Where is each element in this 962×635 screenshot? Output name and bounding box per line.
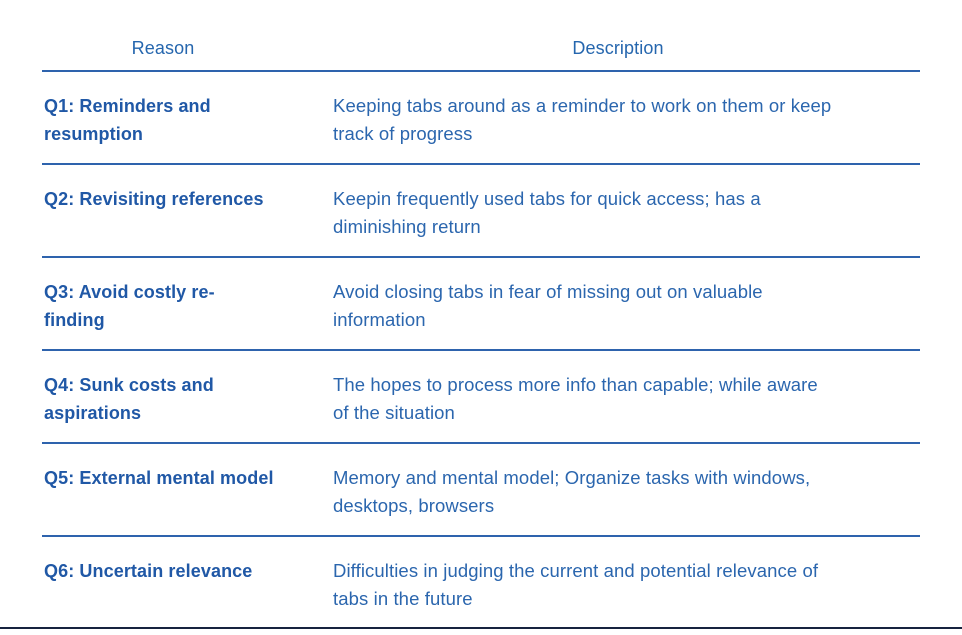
table-row: Q3: Avoid costly re- finding Avoid closi… xyxy=(42,258,920,351)
table-row: Q5: External mental model Memory and men… xyxy=(42,444,920,537)
column-header-reason: Reason xyxy=(131,37,195,58)
table-row: Q6: Uncertain relevance Difficulties in … xyxy=(42,537,920,628)
reason-cell-q1: Q1: Reminders and resumption xyxy=(44,96,211,144)
table-header-row: Reason Description xyxy=(42,26,920,72)
description-cell-q1: Keeping tabs around as a reminder to wor… xyxy=(333,95,832,144)
description-cell-q5: Memory and mental model; Organize tasks … xyxy=(333,467,811,516)
reasons-table: Reason Description Q1: Reminders and res… xyxy=(42,26,920,628)
column-header-description: Description xyxy=(572,37,664,58)
description-cell-q4: The hopes to process more info than capa… xyxy=(333,374,818,423)
description-cell-q6: Difficulties in judging the current and … xyxy=(333,560,819,609)
reason-cell-q5: Q5: External mental model xyxy=(44,468,274,488)
reason-cell-q6: Q6: Uncertain relevance xyxy=(44,561,253,581)
description-cell-q3: Avoid closing tabs in fear of missing ou… xyxy=(333,281,763,330)
reason-cell-q4: Q4: Sunk costs and aspirations xyxy=(44,375,214,423)
reason-cell-q3: Q3: Avoid costly re- finding xyxy=(44,282,215,330)
table-bottom-rule xyxy=(0,627,962,629)
table-row: Q2: Revisiting references Keepin frequen… xyxy=(42,165,920,258)
table-row: Q1: Reminders and resumption Keeping tab… xyxy=(42,72,920,165)
reason-cell-q2: Q2: Revisiting references xyxy=(44,189,264,209)
description-cell-q2: Keepin frequently used tabs for quick ac… xyxy=(333,188,761,237)
table-row: Q4: Sunk costs and aspirations The hopes… xyxy=(42,351,920,444)
